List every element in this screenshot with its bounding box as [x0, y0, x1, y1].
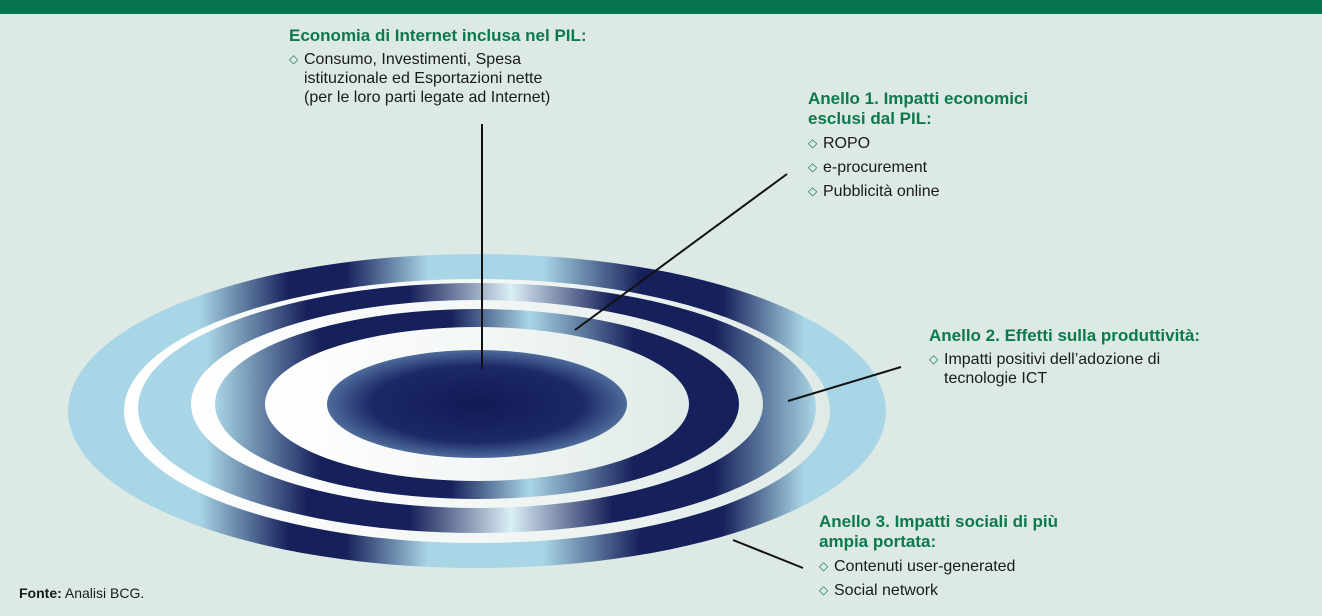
- ring-3-title: ampia portata:: [819, 532, 937, 551]
- list-item-text: Impatti positivi dell’adozione di: [944, 351, 1161, 368]
- leader-ring-2: [787, 366, 902, 402]
- source-text: Analisi BCG.: [64, 585, 145, 601]
- diamond-icon: ◇: [808, 136, 818, 150]
- diamond-icon: ◇: [808, 184, 818, 198]
- list-item-text: Contenuti user-generated: [834, 558, 1016, 575]
- list-item-text: tecnologie ICT: [944, 370, 1048, 387]
- ring-3-title: Anello 3. Impatti sociali di più: [819, 512, 1058, 531]
- ring-2-block: Anello 2. Effetti sulla produttività: ◇ …: [929, 326, 1200, 388]
- top-bar: [0, 0, 1322, 14]
- ring-1-title: Anello 1. Impatti economici: [808, 89, 1029, 108]
- ring-1-title: esclusi dal PIL:: [808, 109, 932, 128]
- diamond-icon: ◇: [289, 52, 299, 66]
- list-item-text: e-procurement: [823, 159, 928, 176]
- list-item: ◇ Impatti positivi dell’adozione di tecn…: [929, 350, 1200, 388]
- center-block: Economia di Internet inclusa nel PIL: ◇ …: [289, 26, 587, 107]
- diamond-icon: ◇: [819, 583, 829, 597]
- center-item-line: Consumo, Investimenti, Spesa: [304, 51, 521, 68]
- center-title: Economia di Internet inclusa nel PIL:: [289, 26, 587, 45]
- list-item: ◇ e-procurement: [808, 158, 1028, 177]
- source-note: Fonte: Analisi BCG.: [19, 585, 144, 601]
- list-item-text: ROPO: [823, 135, 871, 152]
- center-item: ◇ Consumo, Investimenti, Spesa istituzio…: [289, 50, 587, 107]
- list-item: ◇ Social network: [819, 581, 1058, 600]
- core-ellipse: [327, 350, 627, 458]
- ring-2-title: Anello 2. Effetti sulla produttività:: [929, 326, 1201, 345]
- center-item-line: (per le loro parti legate ad Internet): [304, 89, 551, 106]
- ring-3-block: Anello 3. Impatti sociali di più ampia p…: [819, 512, 1058, 600]
- list-item-text: Social network: [834, 582, 939, 599]
- center-item-line: istituzionale ed Esportazioni nette: [304, 70, 543, 87]
- list-item: ◇ Contenuti user-generated: [819, 557, 1058, 576]
- list-item: ◇ ROPO: [808, 134, 1028, 153]
- ring-1-block: Anello 1. Impatti economici esclusi dal …: [808, 89, 1028, 201]
- leader-ring-3: [732, 539, 804, 569]
- leader-ring-1: [574, 173, 788, 331]
- source-label: Fonte:: [19, 585, 62, 601]
- list-item-text: Pubblicità online: [823, 183, 940, 200]
- diamond-icon: ◇: [808, 160, 818, 174]
- list-item: ◇ Pubblicità online: [808, 182, 1028, 201]
- diamond-icon: ◇: [929, 352, 939, 366]
- diamond-icon: ◇: [819, 559, 829, 573]
